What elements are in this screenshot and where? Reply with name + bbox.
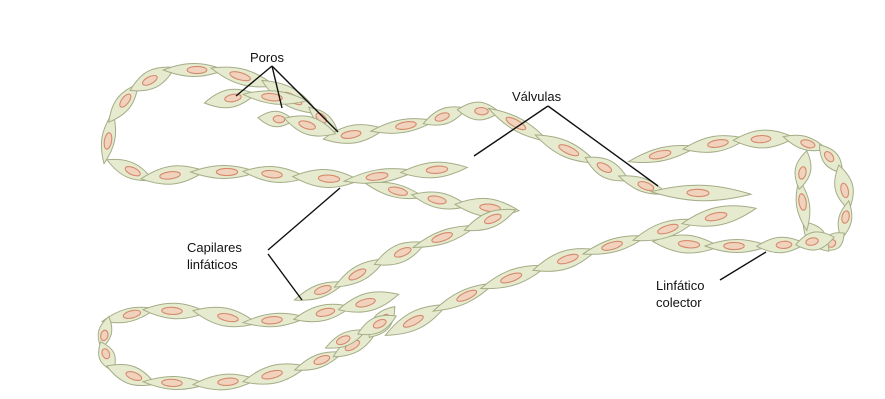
- cell-nucleus: [187, 66, 207, 73]
- cell-nucleus: [724, 242, 744, 249]
- cell-nucleus: [475, 107, 489, 115]
- cell-nucleus: [273, 115, 285, 123]
- cell-nucleus: [687, 189, 709, 197]
- cell-nucleus: [162, 379, 183, 387]
- cell-nucleus: [162, 307, 183, 315]
- label-colector-line2: colector: [656, 295, 702, 311]
- label-colector-line1: Linfático: [656, 278, 704, 294]
- cell-nucleus: [776, 241, 792, 249]
- cell-nucleus: [216, 168, 237, 175]
- label-capilares-line1: Capilares: [187, 240, 242, 256]
- cell-nucleus: [751, 135, 771, 143]
- label-poros: Poros: [250, 50, 284, 66]
- label-valvulas: Válvulas: [512, 89, 561, 105]
- label-capilares-line2: linfáticos: [187, 257, 238, 273]
